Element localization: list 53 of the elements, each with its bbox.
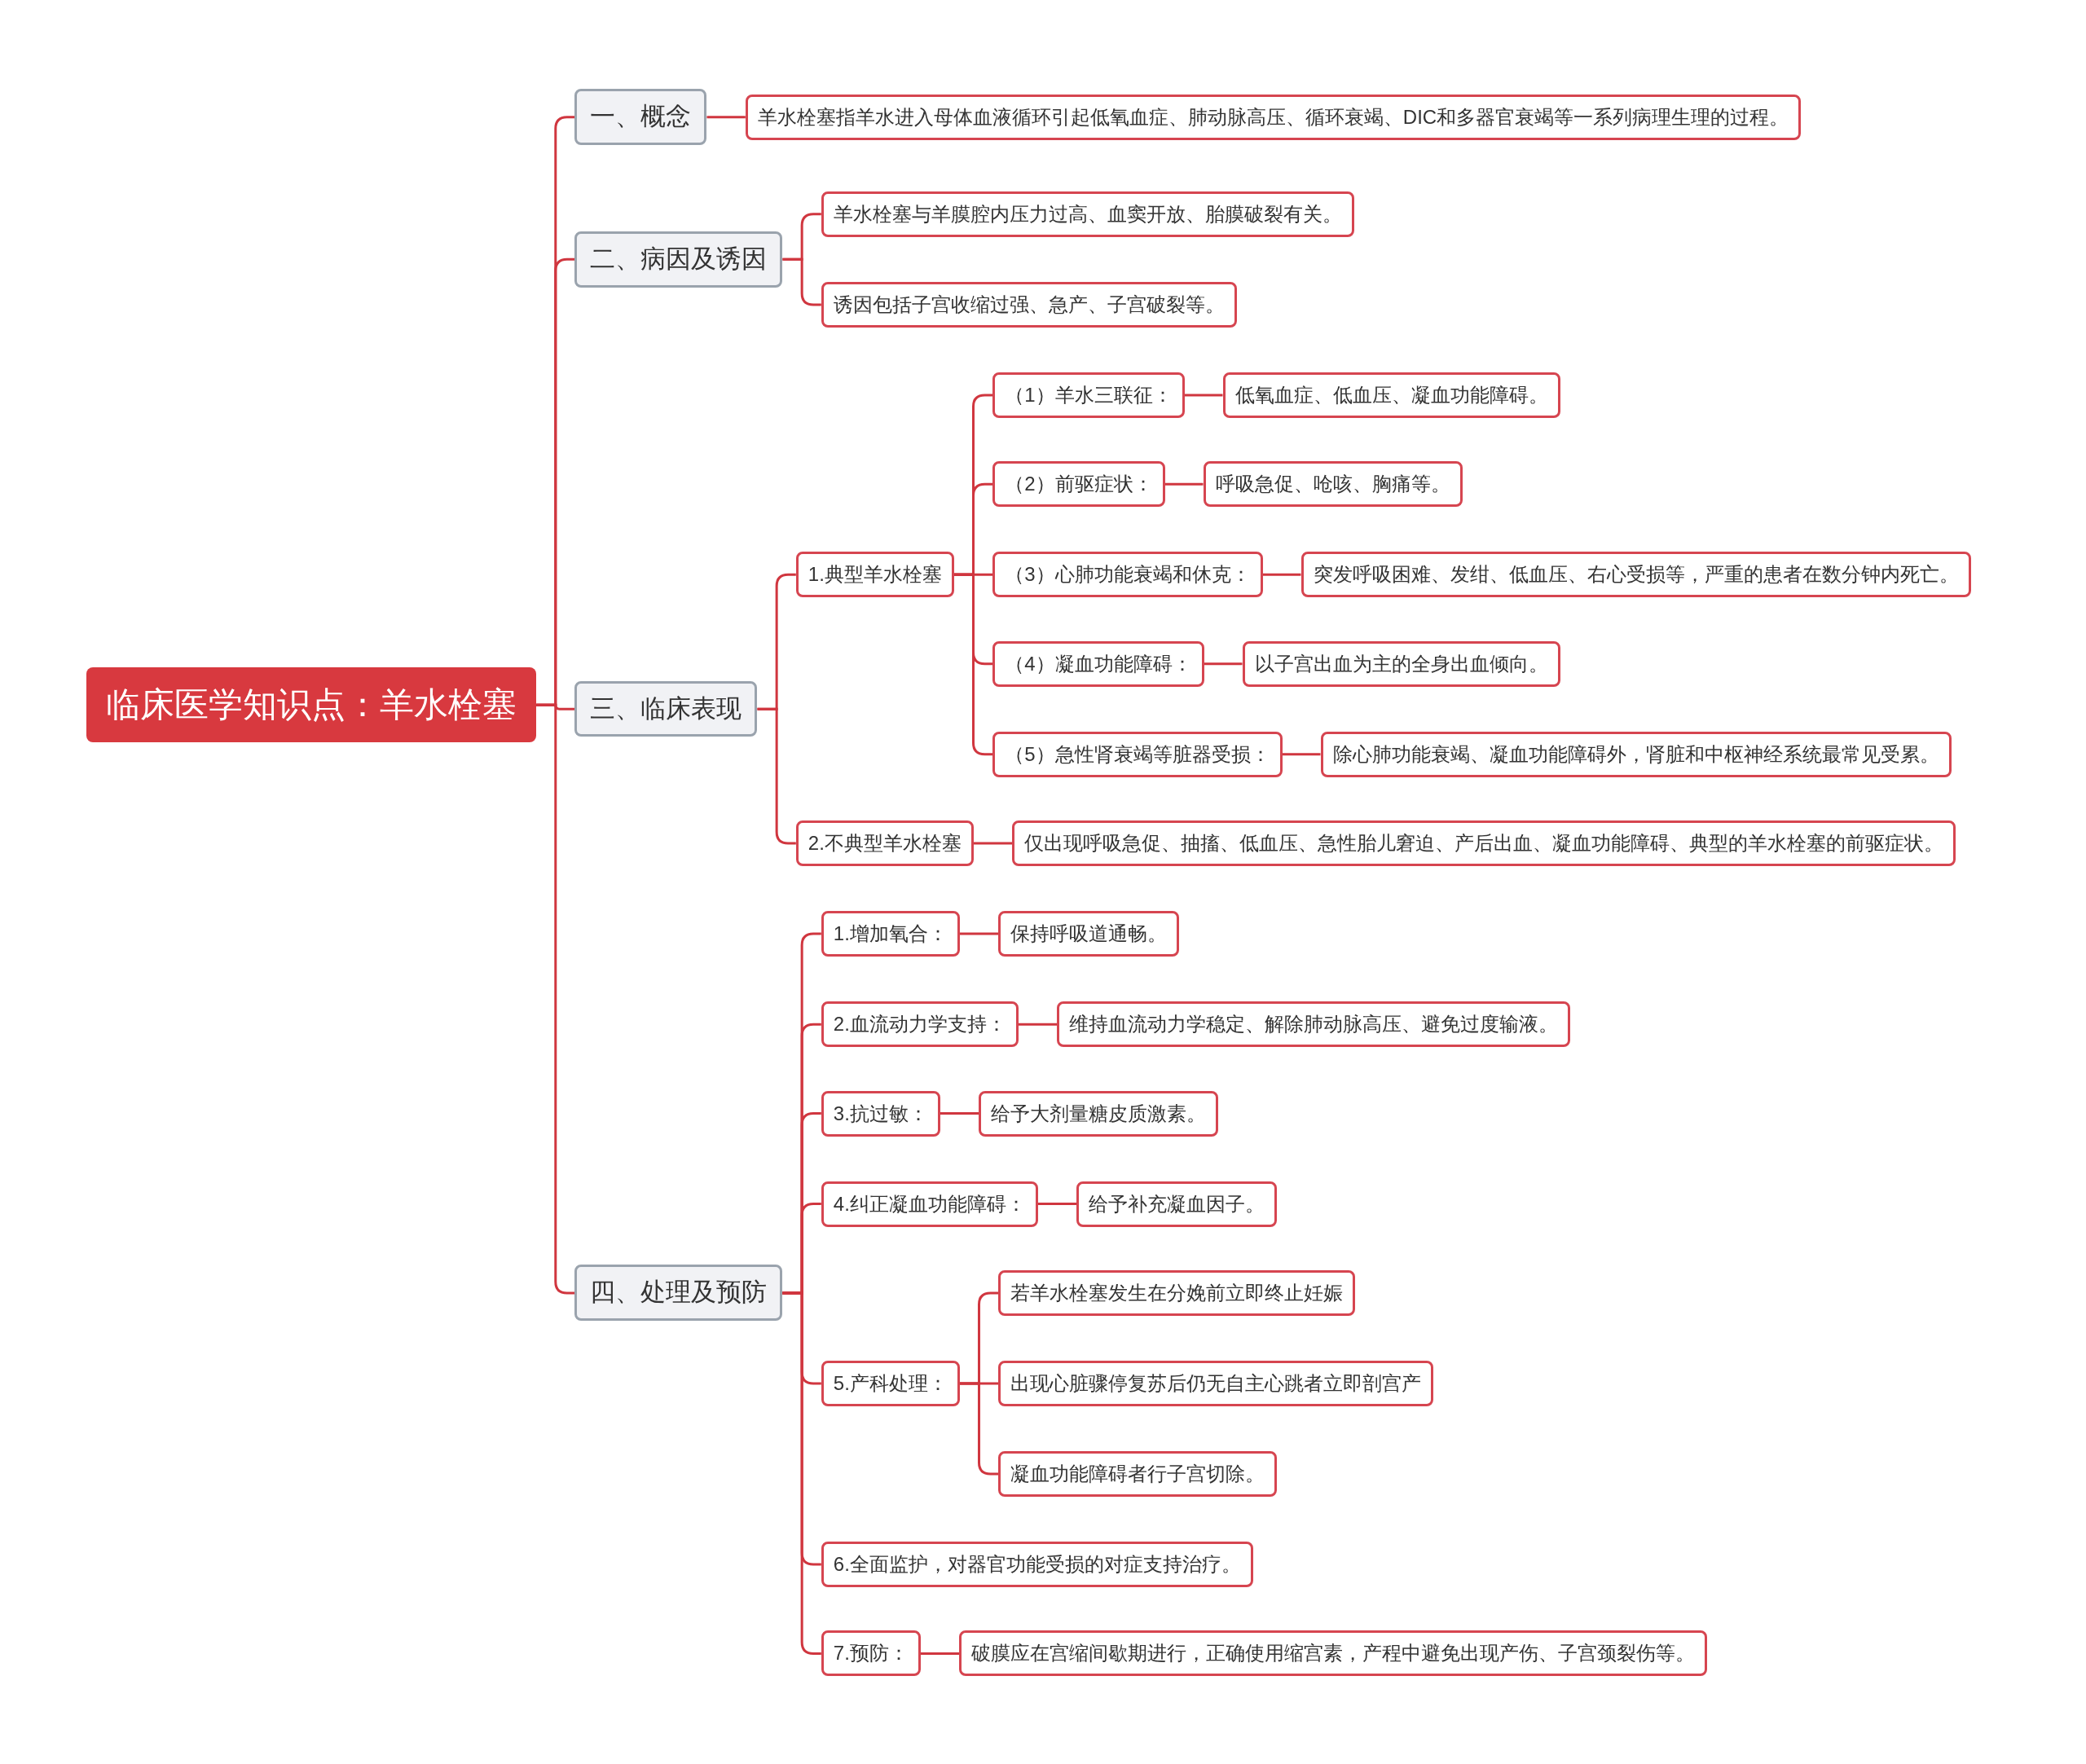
- subtopic-box: 诱因包括子宫收缩过强、急产、子宫破裂等。: [821, 281, 1237, 328]
- subtopic-box: 2.血流动力学支持：: [821, 1001, 1019, 1048]
- subtopic-box: 低氧血症、低血压、凝血功能障碍。: [1222, 372, 1560, 418]
- connector-line: [1018, 1023, 1058, 1026]
- connector-line: [1164, 482, 1204, 486]
- subtopic-box: 呼吸急促、呛咳、胸痛等。: [1203, 461, 1463, 508]
- subtopic-box: （4）凝血功能障碍：: [992, 640, 1204, 687]
- connector-line: [782, 257, 821, 306]
- connector-line: [1262, 573, 1301, 576]
- subtopic-box: （1）羊水三联征：: [992, 372, 1185, 418]
- subtopic-box: 凝血功能障碍者行子宫切除。: [998, 1450, 1278, 1497]
- connector-line: [536, 703, 575, 1295]
- subtopic-box: 1.典型羊水栓塞: [795, 552, 954, 598]
- connector-line: [940, 1112, 979, 1115]
- subtopic-box: 给予补充凝血因子。: [1076, 1181, 1278, 1227]
- connector-line: [973, 842, 1013, 845]
- subtopic-box: 破膜应在宫缩间歇期进行，正确使用缩宫素，产程中避免出现产伤、子宫颈裂伤等。: [959, 1630, 1708, 1677]
- subtopic-box: 5.产科处理：: [821, 1360, 960, 1406]
- connector-line: [953, 573, 993, 756]
- subtopic-box: 突发呼吸困难、发绀、低血压、右心受损等，严重的患者在数分钟内死亡。: [1300, 552, 1971, 598]
- connector-line: [1037, 1203, 1077, 1206]
- connector-line: [920, 1652, 960, 1655]
- subtopic-box: 羊水栓塞指羊水进入母体血液循环引起低氧血症、肺动脉高压、循环衰竭、DIC和多器官衰竭等一系列病理生理的过程。: [745, 94, 1802, 140]
- subtopic-box: 保持呼吸道通畅。: [998, 911, 1180, 957]
- subtopic-box: 以子宫出血为主的全身出血倾向。: [1242, 640, 1560, 687]
- branch-topic: 二、病因及诱因: [574, 231, 783, 288]
- connector-line: [1184, 394, 1223, 397]
- subtopic-box: （5）急性肾衰竭等脏器受损：: [992, 731, 1283, 777]
- subtopic-box: （3）心肺功能衰竭和休克：: [992, 552, 1263, 598]
- subtopic-box: 4.纠正凝血功能障碍：: [821, 1181, 1038, 1227]
- subtopic-box: 维持血流动力学稳定、解除肺动脉高压、避免过度输液。: [1057, 1001, 1571, 1048]
- branch-topic: 四、处理及预防: [574, 1265, 783, 1322]
- subtopic-box: 羊水栓塞与羊膜腔内压力过高、血窦开放、胎膜破裂有关。: [821, 191, 1354, 237]
- root-topic: 临床医学知识点：羊水栓塞: [86, 666, 537, 743]
- subtopic-box: 仅出现呼吸急促、抽搐、低血压、急性胎儿窘迫、产后出血、凝血功能障碍、典型的羊水栓塞的前驱症状。: [1012, 820, 1956, 867]
- subtopic-box: 6.全面监护，对器官功能受损的对症支持治疗。: [821, 1542, 1253, 1587]
- branch-topic: 三、临床表现: [574, 680, 758, 737]
- subtopic-box: 除心肺功能衰竭、凝血功能障碍外，肾脏和中枢神经系统最常见受累。: [1320, 731, 1952, 777]
- subtopic-box: 给予大剂量糖皮质激素。: [979, 1090, 1219, 1137]
- connector-line: [757, 707, 796, 845]
- subtopic-box: 7.预防：: [821, 1630, 921, 1677]
- connector-line: [959, 932, 999, 935]
- subtopic-box: 出现心脏骤停复苏后仍无自主心跳者立即剖宫产: [998, 1360, 1434, 1406]
- connector-line: [706, 116, 746, 119]
- connector-line: [1282, 753, 1321, 756]
- connector-line: [959, 1382, 999, 1476]
- subtopic-box: 若羊水栓塞发生在分娩前立即终止妊娠: [998, 1269, 1356, 1316]
- subtopic-box: 2.不典型羊水栓塞: [795, 820, 974, 867]
- connector-line: [1204, 662, 1243, 666]
- subtopic-box: 1.增加氧合：: [821, 911, 960, 957]
- branch-topic: 一、概念: [574, 89, 707, 145]
- subtopic-box: （2）前驱症状：: [992, 461, 1165, 508]
- subtopic-box: 3.抗过敏：: [821, 1090, 940, 1137]
